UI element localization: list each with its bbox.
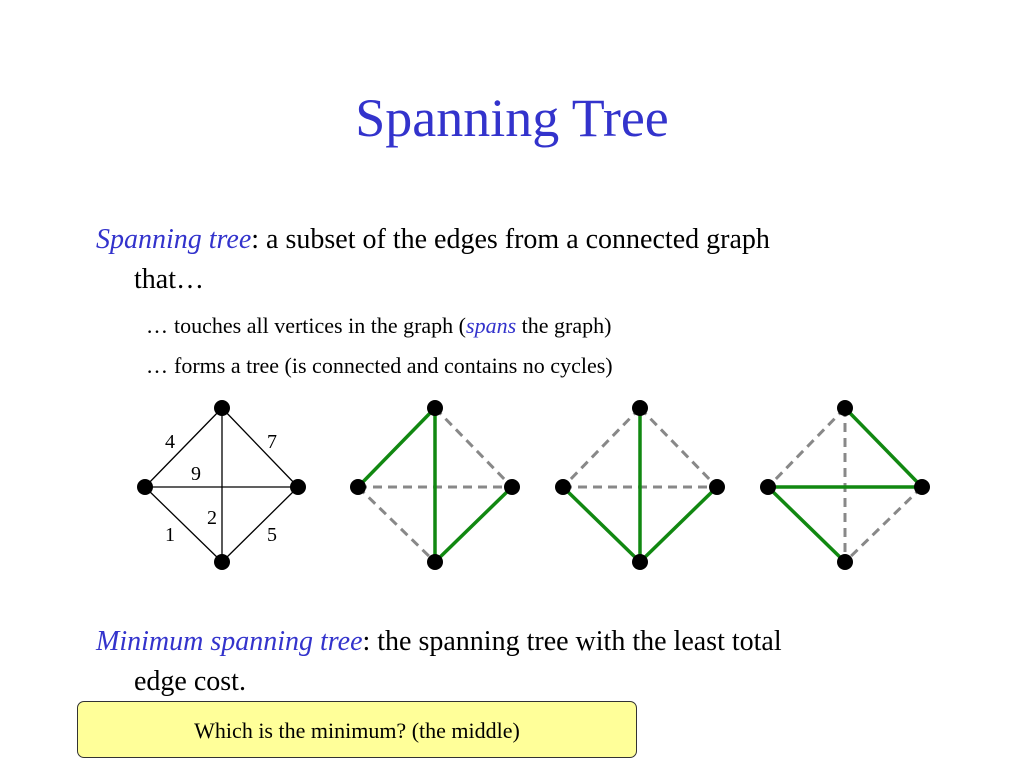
vertex-left — [137, 479, 153, 495]
non-tree-edge-top-right — [433, 406, 514, 489]
minimum-definition-continuation: edge cost. — [134, 666, 246, 697]
tree-edge-bottom-left — [561, 485, 642, 564]
spanning-tree-3 — [760, 400, 930, 570]
spanning-tree-term: Spanning tree — [96, 224, 252, 255]
vertex-top — [214, 400, 230, 416]
non-tree-edge-top-right — [638, 406, 719, 489]
edge-bottom-right — [221, 486, 299, 563]
vertex-top — [427, 400, 443, 416]
vertex-top — [632, 400, 648, 416]
spanning-tree-2 — [555, 400, 725, 570]
definition-continuation: that… — [134, 264, 204, 295]
subpoint-tree: …forms a tree (is connected and contains… — [146, 351, 613, 381]
vertex-bottom — [214, 554, 230, 570]
tree-edge-bottom-left — [766, 485, 847, 564]
vertex-bottom — [837, 554, 853, 570]
weight-horizontal: 9 — [191, 463, 201, 485]
definition-text: : a subset of the edges from a connected… — [251, 224, 770, 255]
subpoint-text: touches all vertices in the graph ( — [174, 313, 467, 338]
vertex-left — [760, 479, 776, 495]
tree-edge-bottom-right — [433, 485, 514, 564]
weighted-graph: 4 7 9 2 1 5 — [137, 400, 306, 570]
vertex-left — [555, 479, 571, 495]
tree-edge-top-left — [356, 406, 437, 489]
vertex-bottom — [427, 554, 443, 570]
non-tree-edge-top-left — [766, 406, 847, 489]
subpoint-text-end: the graph) — [516, 313, 612, 338]
vertex-right — [504, 479, 520, 495]
weight-top-left: 4 — [165, 431, 175, 453]
weight-vertical: 2 — [207, 507, 217, 529]
slide-title: Spanning Tree — [355, 88, 669, 148]
non-tree-edge-bottom-right — [843, 485, 924, 564]
weight-bottom-left: 1 — [165, 524, 175, 546]
non-tree-edge-bottom-left — [356, 485, 437, 564]
weight-top-right: 7 — [267, 431, 277, 453]
graph-diagrams: 4 7 9 2 1 5 — [137, 400, 930, 570]
vertex-left — [350, 479, 366, 495]
edge-top-left — [144, 407, 223, 488]
ellipsis-bullet: … — [146, 313, 168, 338]
vertex-right — [290, 479, 306, 495]
vertex-right — [914, 479, 930, 495]
tree-edge-bottom-right — [638, 485, 719, 564]
minimum-definition-text: : the spanning tree with the least total — [362, 626, 782, 657]
minimum-spanning-tree-definition: Minimum spanning tree: the spanning tree… — [96, 622, 976, 702]
ellipsis-bullet: … — [146, 353, 168, 378]
spanning-tree-definition: Spanning tree: a subset of the edges fro… — [96, 220, 956, 300]
vertex-top — [837, 400, 853, 416]
subpoint-spans: …touches all vertices in the graph (span… — [146, 311, 611, 341]
weight-bottom-right: 5 — [267, 524, 277, 546]
spans-term: spans — [466, 313, 517, 338]
vertex-bottom — [632, 554, 648, 570]
vertex-right — [709, 479, 725, 495]
tree-edge-top-right — [843, 406, 924, 489]
minimum-spanning-tree-term: Minimum spanning tree — [96, 626, 363, 657]
edge-top-right — [221, 407, 299, 488]
edge-bottom-left — [144, 486, 223, 563]
spanning-tree-1 — [350, 400, 520, 570]
minimum-question-callout: Which is the minimum? (the middle) — [77, 701, 637, 758]
subpoint-text: forms a tree (is connected and contains … — [174, 353, 613, 378]
non-tree-edge-top-left — [561, 406, 642, 489]
